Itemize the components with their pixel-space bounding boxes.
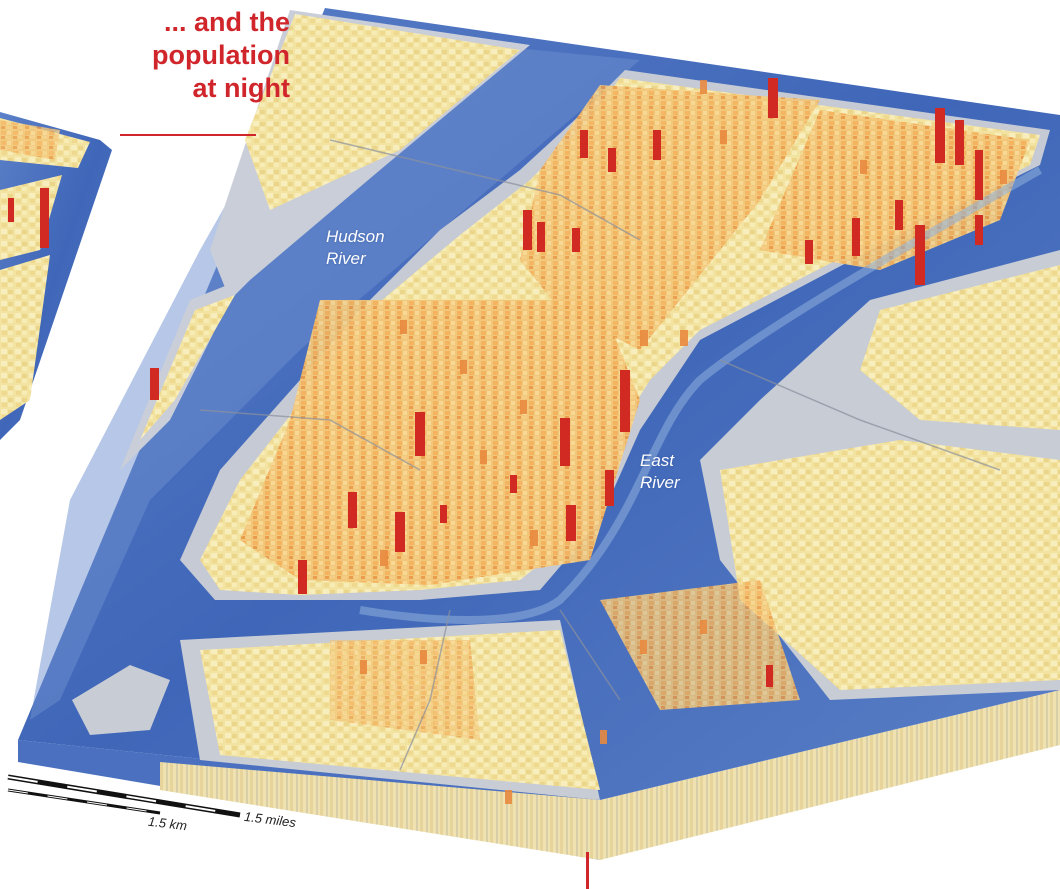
midrise-clusters bbox=[360, 80, 1007, 804]
headline-line-1: ... and the bbox=[163, 7, 290, 37]
map-slab-top bbox=[18, 8, 1060, 800]
left-map-panel bbox=[0, 112, 112, 440]
map-slab-sides bbox=[18, 690, 1060, 860]
east-river-label: East River bbox=[640, 450, 680, 494]
east-label-line-2: River bbox=[640, 473, 680, 492]
headline-line-3: at night bbox=[192, 73, 290, 103]
headline-line-2: population bbox=[152, 40, 290, 70]
headline-underline bbox=[120, 134, 256, 136]
scale-bar bbox=[7, 774, 241, 818]
hudson-label-line-2: River bbox=[326, 249, 366, 268]
headline: ... and the population at night bbox=[110, 6, 290, 105]
callout-pointer-line bbox=[586, 852, 589, 889]
hudson-label-line-1: Hudson bbox=[326, 227, 385, 246]
hudson-river-label: Hudson River bbox=[326, 226, 385, 270]
population-towers bbox=[150, 78, 983, 687]
east-label-line-1: East bbox=[640, 451, 675, 470]
